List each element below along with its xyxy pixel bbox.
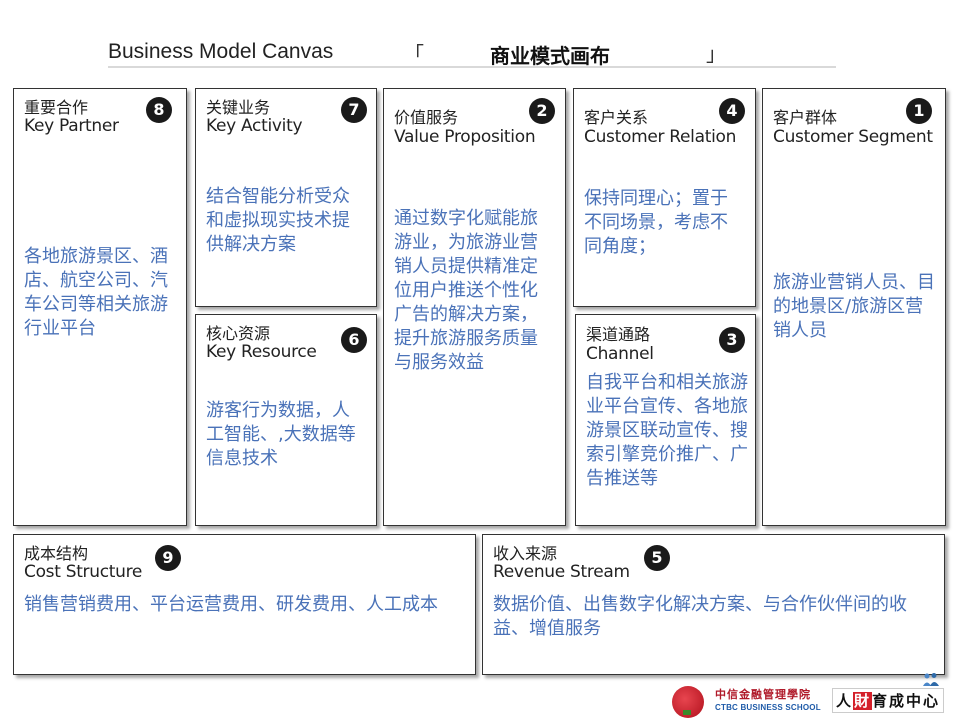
talent-center-post: 育成中心: [872, 692, 941, 710]
block-label-cn: 客户关系: [584, 108, 649, 127]
block-key-resource: 核心资源 Key Resource 6 游客行为数据，人工智能、,大数据等信息技…: [195, 314, 377, 526]
title-english: Business Model Canvas: [108, 40, 334, 63]
block-label-en: Revenue Stream: [493, 562, 630, 582]
block-content: 保持同理心；置于不同场景，考虑不同角度；: [584, 188, 728, 257]
block-revenue-stream: 收入来源 Revenue Stream 5 数据价值、出售数字化解决方案、与合作…: [482, 534, 945, 675]
block-label-cn: 渠道通路: [586, 325, 651, 344]
block-content: 结合智能分析受众和虚拟现实技术提供解决方案: [206, 186, 350, 255]
block-label-en: Value Proposition: [394, 127, 536, 147]
block-cost-structure: 成本结构 Cost Structure 9 销售营销费用、平台运营费用、研发费用…: [13, 534, 476, 675]
block-label-cn: 重要合作: [24, 98, 89, 117]
title-chinese: 商业模式画布: [490, 44, 610, 68]
block-label-cn: 客户群体: [773, 108, 838, 127]
block-content: 数据价值、出售数字化解决方案、与合作伙伴间的收益、增值服务: [493, 594, 907, 639]
block-label-cn: 核心资源: [206, 324, 271, 343]
bracket-open: 「: [404, 42, 424, 66]
number-badge-icon: 8: [146, 97, 172, 123]
block-content: 自我平台和相关旅游业平台宣传、各地旅游景区联动宣传、搜索引擎竞价推广、广告推送等: [586, 372, 748, 489]
block-label-en: Key Activity: [206, 116, 303, 136]
talent-center-logo: 人財育成中心: [832, 688, 945, 713]
number-badge-icon: 4: [719, 98, 745, 124]
talent-center-pre: 人: [836, 692, 854, 710]
number-badge-icon: 3: [719, 327, 745, 353]
block-content: 销售营销费用、平台运营费用、研发费用、人工成本: [24, 594, 438, 615]
block-label-cn: 关键业务: [206, 98, 271, 117]
talent-center-highlight: 財: [853, 692, 873, 710]
school-name-cn: 中信金融管理學院: [715, 688, 811, 701]
block-key-activity: 关键业务 Key Activity 7 结合智能分析受众和虚拟现实技术提供解决方…: [195, 88, 377, 307]
block-label-en: Customer Relation: [584, 127, 737, 147]
block-label-cn: 成本结构: [24, 544, 89, 563]
school-name-en: CTBC BUSINESS SCHOOL: [715, 703, 821, 712]
bracket-close: 」: [706, 42, 726, 66]
number-badge-icon: 1: [906, 98, 932, 124]
block-label-en: Key Resource: [206, 342, 317, 362]
block-label-cn: 价值服务: [394, 108, 459, 127]
number-badge-icon: 7: [341, 97, 367, 123]
number-badge-icon: 6: [341, 327, 367, 353]
block-value-proposition: 价值服务 Value Proposition 2 通过数字化赋能旅游业，为旅游业…: [383, 88, 566, 526]
number-badge-icon: 2: [529, 98, 555, 124]
block-label-en: Channel: [586, 344, 654, 364]
block-content: 各地旅游景区、酒店、航空公司、汽车公司等相关旅游行业平台: [24, 246, 168, 339]
block-key-partner: 重要合作 Key Partner 8 各地旅游景区、酒店、航空公司、汽车公司等相…: [13, 88, 187, 526]
block-label-en: Customer Segment: [773, 127, 933, 147]
block-customer-segment: 客户群体 Customer Segment 1 旅游业营销人员、目的地景区/旅游…: [762, 88, 946, 526]
title-divider: [108, 66, 836, 68]
block-content: 通过数字化赋能旅游业，为旅游业营销人员提供精准定位用户推送个性化广告的解决方案，…: [394, 208, 538, 373]
block-label-en: Cost Structure: [24, 562, 143, 582]
block-channel: 渠道通路 Channel 3 自我平台和相关旅游业平台宣传、各地旅游景区联动宣传…: [575, 314, 756, 526]
block-label-cn: 收入来源: [493, 544, 558, 563]
block-content: 游客行为数据，人工智能、,大数据等信息技术: [206, 400, 356, 469]
school-logo-accent: [683, 710, 691, 715]
number-badge-icon: 5: [644, 545, 670, 571]
number-badge-icon: 9: [155, 545, 181, 571]
people-icon: [923, 673, 939, 686]
block-label-en: Key Partner: [24, 116, 119, 136]
block-customer-relation: 客户关系 Customer Relation 4 保持同理心；置于不同场景，考虑…: [573, 88, 756, 307]
footer-logos: 中信金融管理學院 CTBC BUSINESS SCHOOL 人財育成中心: [670, 673, 960, 720]
block-content: 旅游业营销人员、目的地景区/旅游区营销人员: [773, 272, 935, 341]
